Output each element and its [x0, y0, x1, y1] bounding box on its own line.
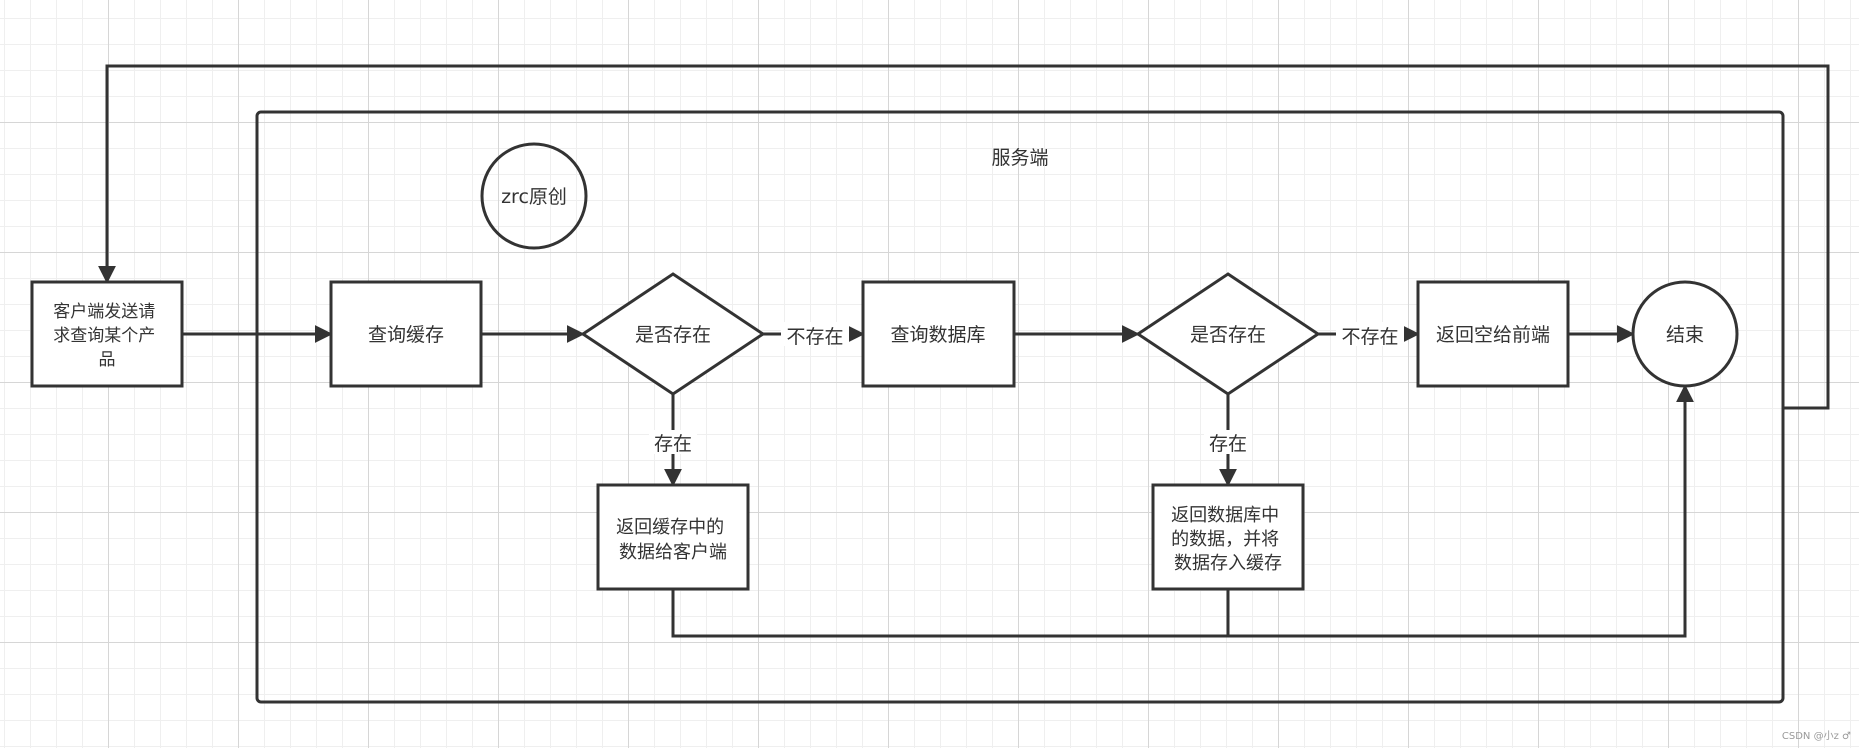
client-request-line-3: 品 — [99, 350, 116, 370]
return-empty-text: 返回空给前端 — [1436, 324, 1550, 346]
query-cache-text: 查询缓存 — [368, 324, 444, 346]
decision-exists-1-text: 是否存在 — [635, 324, 711, 346]
query-db-box — [861, 280, 1016, 388]
query-db-text: 查询数据库 — [890, 324, 985, 346]
return-db-text: 返回数据库中 的数据，并将 数据存入缓存 — [1171, 505, 1285, 574]
return-db-line-2: 的数据，并将 — [1171, 529, 1279, 550]
client-request-text: 客户端发送请 求查询某个产 品 — [53, 302, 160, 370]
edge-cache-result-to-end — [671, 384, 1694, 638]
edge-label-not-exists-1: 不存在 — [786, 326, 843, 348]
server-container — [255, 110, 1785, 704]
container-title: 服务端 — [991, 147, 1048, 169]
return-db-line-1: 返回数据库中 — [1171, 505, 1279, 526]
return-cache-line-1: 返回缓存中的 — [616, 517, 724, 538]
edge-label-exists-2: 存在 — [1209, 433, 1247, 455]
query-cache-box — [329, 280, 483, 388]
return-empty-box — [1416, 280, 1570, 388]
return-cache-text: 返回缓存中的 数据给客户端 — [616, 517, 730, 563]
badge-text: zrc原创 — [501, 186, 567, 208]
edge-label-not-exists-2: 不存在 — [1341, 326, 1398, 348]
return-cache-box — [596, 483, 750, 591]
client-request-line-2: 求查询某个产 — [53, 326, 155, 346]
edge-label-exists-1: 存在 — [654, 433, 692, 455]
return-db-line-3: 数据存入缓存 — [1174, 553, 1282, 574]
client-request-box — [30, 280, 184, 388]
decision-exists-2-text: 是否存在 — [1190, 324, 1266, 346]
client-request-line-1: 客户端发送请 — [53, 302, 155, 322]
end-node-text: 结束 — [1666, 324, 1704, 346]
loop-back-connector — [98, 64, 1830, 410]
return-cache-line-2: 数据给客户端 — [619, 542, 727, 563]
badge-circle — [480, 142, 588, 250]
watermark: CSDN @小z ♂ — [1781, 731, 1851, 742]
